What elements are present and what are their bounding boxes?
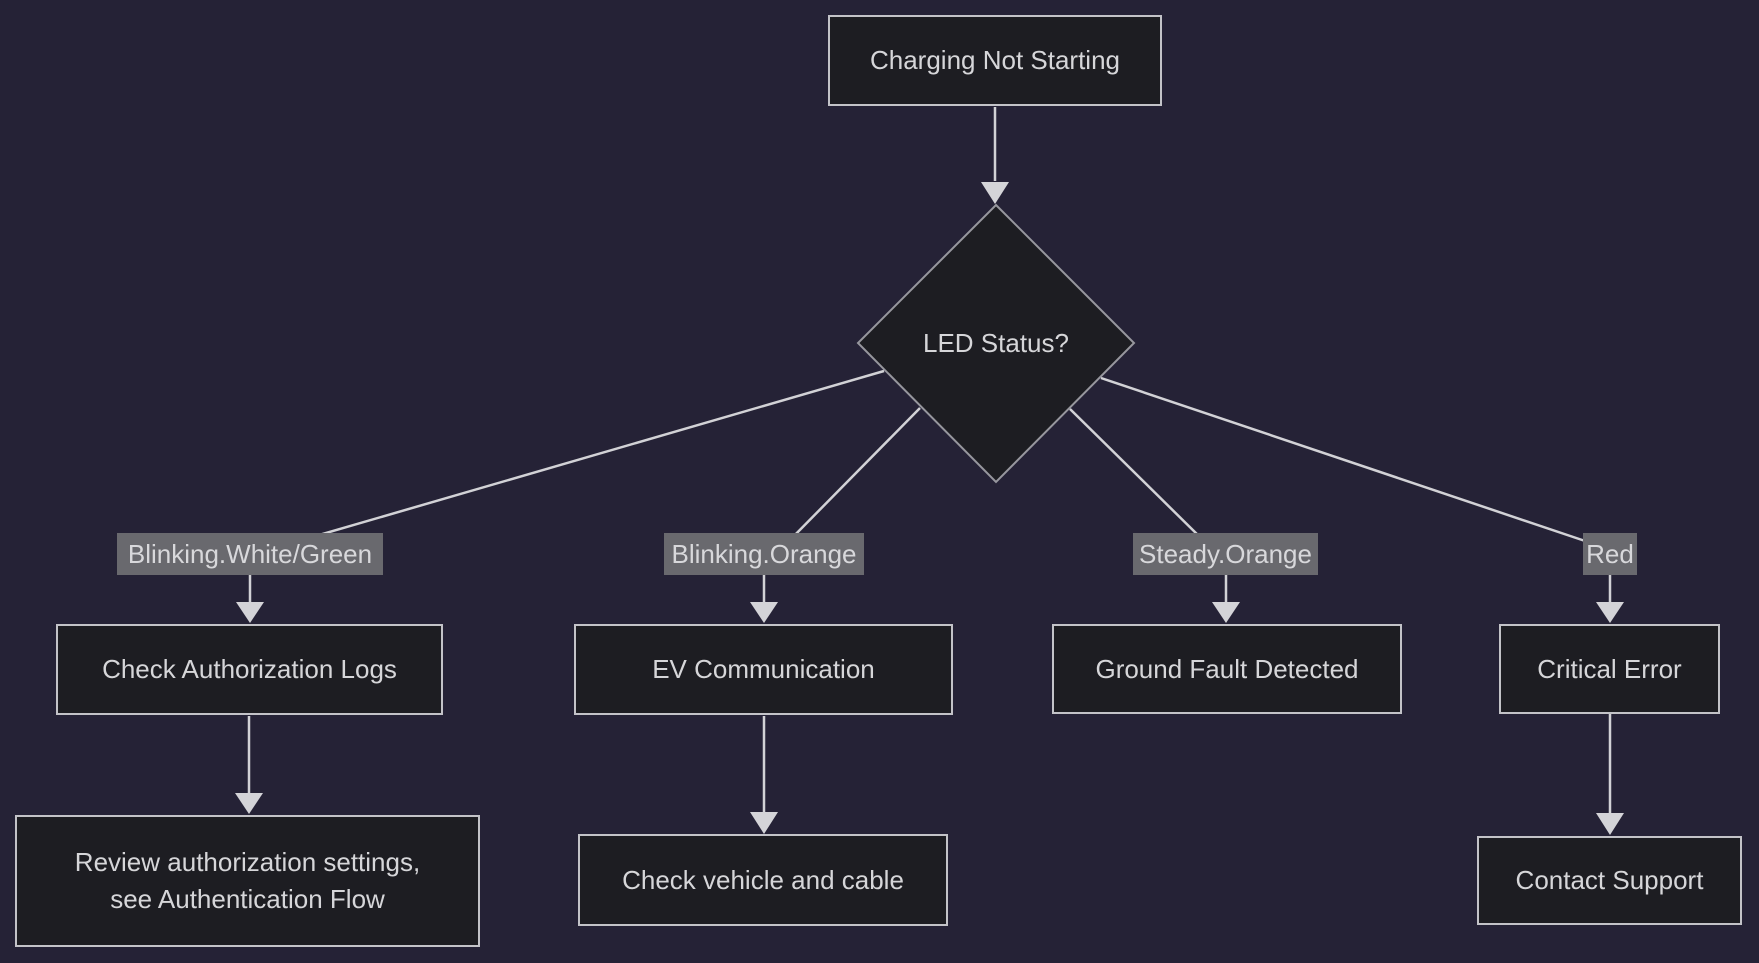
edge-label-steady-orange-text: Steady.Orange [1139,538,1312,569]
edge-decision-to-steady-orange [1069,408,1206,543]
node-review-authorization-settings-line1: Review authorization settings, [74,847,421,877]
node-contact-support-label: Contact Support [1515,865,1704,895]
node-review-authorization-settings: Review authorization settings, see Authe… [15,815,480,947]
edge-label-blinking-orange-text: Blinking.Orange [671,538,857,569]
node-ev-communication-label: EV Communication [652,654,875,684]
node-check-vehicle-and-cable: Check vehicle and cable [578,834,948,926]
node-ground-fault-detected-label: Ground Fault Detected [1095,653,1359,684]
node-critical-error: Critical Error [1499,624,1720,714]
node-ev-communication: EV Communication [574,624,953,715]
node-charging-not-starting: Charging Not Starting [828,15,1162,106]
arrowhead-root-to-decision [981,182,1009,204]
arrowhead-ground-fault [1212,602,1240,623]
node-check-authorization-logs-label: Check Authorization Logs [102,654,397,684]
node-review-authorization-settings-line2: see Authentication Flow [110,884,385,914]
arrowhead-critical [1596,602,1624,623]
node-led-status-label: LED Status? [923,327,1069,358]
arrowhead-check-auth [236,602,264,623]
edge-decision-to-blinking-orange [787,407,921,543]
edge-label-blinking-white-green: Blinking.White/Green [117,533,383,575]
edge-label-steady-orange: Steady.Orange [1133,533,1318,575]
arrowhead-ev-comm [750,602,778,623]
node-check-authorization-logs: Check Authorization Logs [56,624,443,715]
node-critical-error-label: Critical Error [1537,653,1682,684]
arrowhead-check-vehicle [750,812,778,834]
edge-label-red-text: Red [1586,538,1634,569]
edge-label-blinking-orange: Blinking.Orange [664,533,864,575]
edge-decision-to-white-green [294,369,885,544]
arrowhead-contact [1596,813,1624,835]
led-status-diamond-shape [856,203,1136,484]
edge-label-red: Red [1583,533,1637,575]
edge-label-blinking-white-green-text: Blinking.White/Green [127,538,373,569]
node-check-vehicle-and-cable-label: Check vehicle and cable [622,864,904,895]
node-led-status: LED Status? [896,322,1096,364]
node-charging-not-starting-label: Charging Not Starting [869,45,1121,75]
edge-decision-to-red [1100,376,1598,547]
node-ground-fault-detected: Ground Fault Detected [1052,624,1402,714]
arrowhead-review [235,793,263,814]
node-contact-support: Contact Support [1477,836,1742,925]
